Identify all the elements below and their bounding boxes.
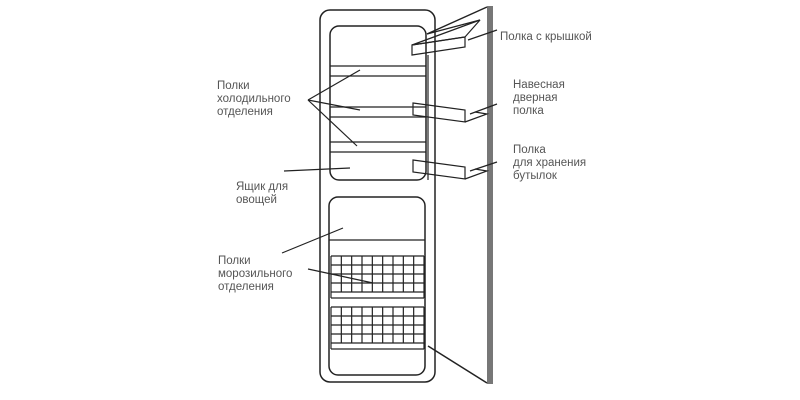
- leader-lines: [281, 29, 498, 284]
- freezer-compartment: [328, 196, 426, 376]
- shelf-with-lid: [411, 19, 481, 56]
- door-edge: [487, 6, 493, 384]
- fridge-shelves: [330, 65, 426, 153]
- label-vegetable-drawer: Ящик для овощей: [236, 181, 289, 206]
- label-door-shelf: Навесная дверная полка: [513, 79, 565, 117]
- bottle-shelf: [412, 159, 490, 180]
- freezer-baskets: [330, 255, 425, 350]
- fridge-compartment: [329, 25, 427, 181]
- hanging-door-shelf: [412, 102, 490, 123]
- label-freezer-shelves: Полки морозильного отделения: [218, 255, 293, 293]
- label-bottle-shelf: Полка для хранения бутылок: [513, 144, 587, 182]
- label-fridge-shelves: Полки холодильного отделения: [217, 80, 291, 118]
- label-shelf-with-lid: Полка с крышкой: [500, 31, 592, 43]
- fridge-body: [319, 9, 436, 383]
